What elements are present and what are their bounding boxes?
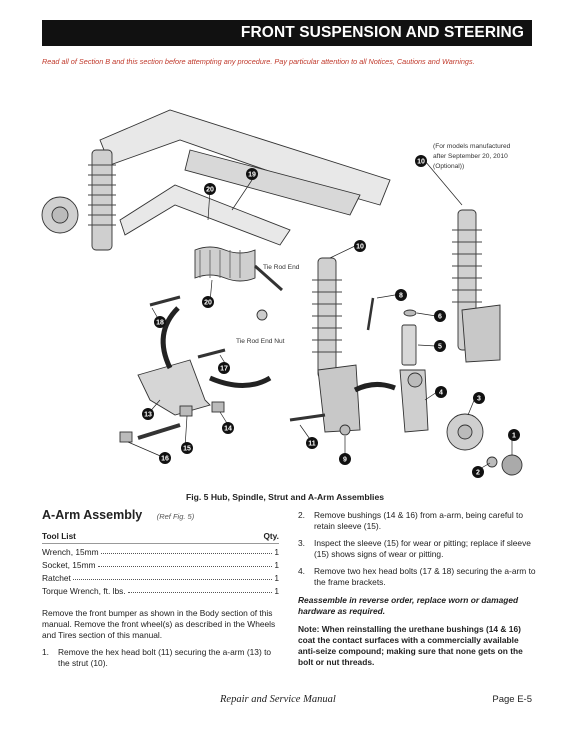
callout-2: 2 (472, 466, 484, 478)
tool-list-header: Tool List Qty. (42, 531, 279, 544)
callout-8: 8 (395, 289, 407, 301)
step-number: 3. (298, 538, 305, 548)
figure-caption: Fig. 5 Hub, Spindle, Strut and A-Arm Ass… (0, 492, 570, 502)
svg-text:13: 13 (144, 412, 152, 419)
tool-list-item: Socket, 15mm 1 (42, 560, 279, 570)
callout-5: 5 (434, 340, 446, 352)
callout-15: 15 (181, 442, 193, 454)
reassemble-instruction: Reassemble in reverse order, replace wor… (298, 595, 519, 616)
leader-dots (97, 560, 273, 567)
tool-list-qty-header: Qty. (263, 531, 279, 541)
figure-caption-text: Hub, Spindle, Strut and A-Arm Assemblies (210, 492, 384, 502)
svg-text:5: 5 (438, 344, 442, 351)
tool-name: Socket, 15mm (42, 560, 96, 570)
tool-list-item: Wrench, 15mm 1 (42, 547, 279, 557)
svg-text:14: 14 (224, 426, 232, 433)
svg-text:20: 20 (206, 187, 214, 194)
tool-name: Ratchet (42, 573, 71, 583)
right-column: 2. Remove bushings (14 & 16) from a-arm,… (298, 510, 538, 668)
step-text: Remove the hex head bolt (11) securing t… (58, 647, 272, 668)
tie-rod-end-nut-label: Tie Rod End Nut (236, 338, 285, 345)
callout-13: 13 (142, 408, 154, 420)
figure-caption-label: Fig. 5 (185, 492, 209, 502)
callout-11: 11 (306, 437, 318, 449)
footer-manual-title: Repair and Service Manual (220, 694, 336, 705)
left-column: A-Arm Assembly (Ref Fig. 5) Tool List Qt… (42, 508, 279, 669)
callout-1: 1 (508, 429, 520, 441)
tool-qty: 1 (274, 573, 279, 583)
callout-17: 17 (218, 362, 230, 374)
leader-dots (127, 586, 273, 593)
svg-text:3: 3 (477, 396, 481, 403)
suspension-diagram: (For models manufactured after September… (41, 109, 523, 478)
figure-note: (For models manufactured after September… (433, 143, 511, 170)
svg-text:1: 1 (512, 433, 516, 440)
tool-name: Torque Wrench, ft. lbs. (42, 586, 126, 596)
svg-text:20: 20 (204, 300, 212, 307)
svg-text:10: 10 (417, 159, 425, 166)
warning-text: Read all of Section B and this section b… (42, 57, 475, 66)
tool-list-item: Ratchet 1 (42, 573, 279, 583)
svg-text:18: 18 (156, 320, 164, 327)
callout-6: 6 (434, 310, 446, 322)
svg-text:11: 11 (308, 441, 316, 448)
tool-list-item: Torque Wrench, ft. lbs. 1 (42, 586, 279, 596)
callout-14: 14 (222, 422, 234, 434)
figure-note-line: after September 20, 2010 (433, 153, 508, 160)
callout-9: 9 (339, 453, 351, 465)
section-header-bar: FRONT SUSPENSION AND STEERING (42, 20, 532, 46)
procedure-step: 3. Inspect the sleeve (15) for wear or p… (298, 538, 538, 560)
svg-text:10: 10 (356, 244, 364, 251)
svg-text:6: 6 (438, 314, 442, 321)
section-reference: (Ref Fig. 5) (156, 512, 195, 521)
step-number: 2. (298, 510, 305, 520)
step-text: Inspect the sleeve (15) for wear or pitt… (314, 538, 531, 559)
figure-note-line: (For models manufactured (433, 143, 511, 150)
section-header-title: FRONT SUSPENSION AND STEERING (240, 24, 524, 41)
leader-dots (100, 547, 273, 554)
tool-name: Wrench, 15mm (42, 547, 99, 557)
note-text: Note: When reinstalling the urethane bus… (298, 624, 523, 667)
step-number: 1. (42, 647, 49, 657)
callout-19: 19 (246, 168, 258, 180)
callout-16: 16 (159, 452, 171, 464)
callout-10: 10 (354, 240, 366, 252)
procedure-step: 4. Remove two hex head bolts (17 & 18) s… (298, 566, 538, 588)
callout-10-optional: 10 (415, 155, 427, 167)
tool-list-title: Tool List (42, 531, 76, 541)
tool-qty: 1 (274, 547, 279, 557)
svg-text:19: 19 (248, 172, 256, 179)
callout-3: 3 (473, 392, 485, 404)
svg-text:16: 16 (161, 456, 169, 463)
callout-20-upper: 20 (204, 183, 216, 195)
procedure-step: 1. Remove the hex head bolt (11) securin… (42, 647, 279, 669)
intro-paragraph: Remove the front bumper as shown in the … (42, 608, 276, 640)
tool-qty: 1 (274, 586, 279, 596)
figure-note-line: (Optional)) (433, 163, 464, 170)
svg-text:17: 17 (220, 366, 228, 373)
tool-qty: 1 (274, 560, 279, 570)
svg-text:4: 4 (439, 390, 443, 397)
section-title: A-Arm Assembly (42, 508, 143, 522)
tie-rod-end-label: Tie Rod End (263, 264, 300, 271)
callout-18: 18 (154, 316, 166, 328)
step-number: 4. (298, 566, 305, 576)
callout-4: 4 (435, 386, 447, 398)
step-text: Remove two hex head bolts (17 & 18) secu… (314, 566, 536, 587)
svg-text:2: 2 (476, 470, 480, 477)
svg-text:8: 8 (399, 293, 403, 300)
svg-text:9: 9 (343, 457, 347, 464)
svg-text:15: 15 (183, 446, 191, 453)
procedure-step: 2. Remove bushings (14 & 16) from a-arm,… (298, 510, 538, 532)
callout-20-lower: 20 (202, 296, 214, 308)
footer-page-number: Page E-5 (492, 694, 532, 705)
leader-dots (72, 573, 273, 580)
step-text: Remove bushings (14 & 16) from a-arm, be… (314, 510, 524, 531)
